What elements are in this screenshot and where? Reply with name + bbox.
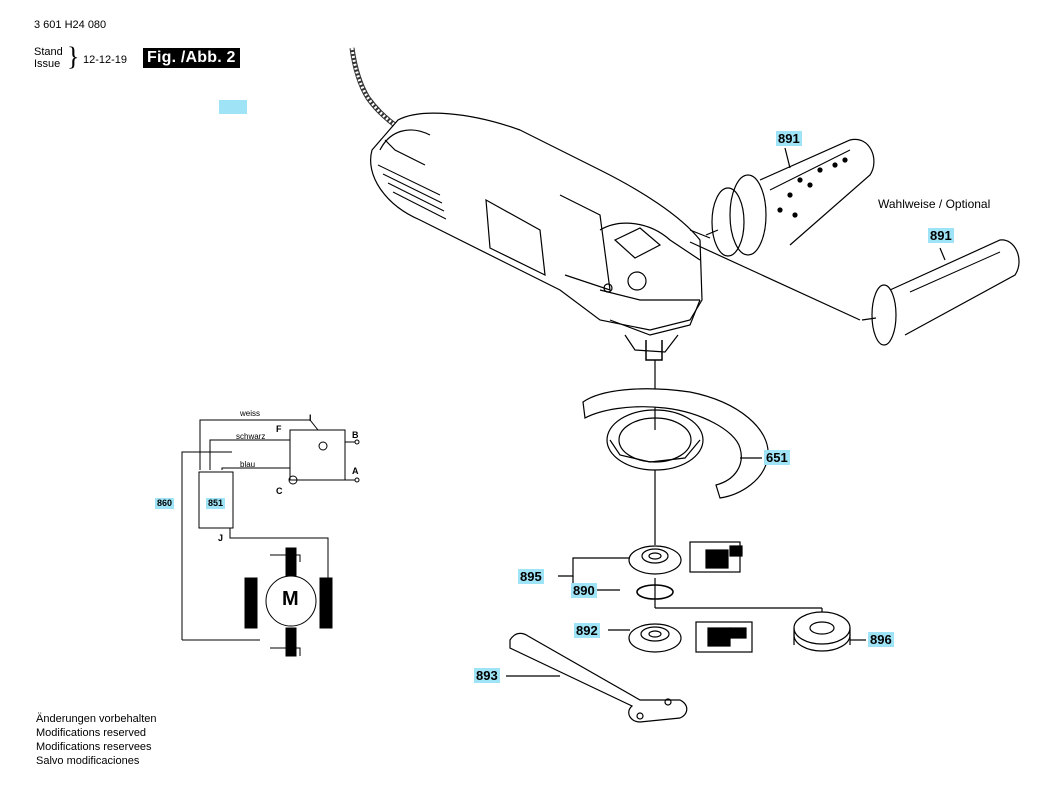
auxiliary-handle-standard (861, 239, 1020, 346)
note-fr: Modifications reservees (36, 741, 152, 753)
part-tag-891-top: 891 (776, 131, 802, 146)
issue-date: 12-12-19 (83, 54, 128, 66)
stand-issue-labels: Stand Issue (34, 46, 63, 70)
part-tag-860: 860 (155, 498, 175, 509)
spindle (645, 340, 663, 361)
pin-spanner (509, 632, 688, 723)
blank-part-tag (219, 100, 247, 114)
issue-label: Issue (34, 58, 61, 70)
part-tag-893: 893 (474, 668, 500, 683)
brace-symbol: } (67, 42, 80, 71)
part-tag-651: 651 (764, 450, 790, 465)
auxiliary-handle-vibration (705, 138, 875, 257)
o-ring (636, 584, 674, 600)
part-tag-891-side: 891 (928, 228, 954, 243)
wire-label-schwarz: schwarz (236, 432, 266, 441)
stand-label: Stand (34, 46, 63, 58)
terminal-c: C (276, 486, 283, 496)
wire-label-blau: blau (240, 460, 256, 469)
part-tag-896: 896 (868, 632, 894, 647)
terminal-f: F (276, 424, 282, 434)
wire-label-weiss: weiss (240, 409, 261, 418)
flange-assembly (628, 541, 743, 575)
part-tag-890: 890 (571, 583, 597, 598)
note-es: Salvo modificaciones (36, 755, 140, 767)
terminal-a: A (352, 466, 359, 476)
wheel-guard (582, 388, 769, 499)
terminal-i: I (309, 413, 312, 423)
mounting-flange (628, 621, 753, 653)
power-cord (349, 47, 404, 133)
modification-notes: Änderungen vorbehalten Modifications res… (36, 712, 156, 768)
optional-label: Wahlweise / Optional (878, 197, 991, 211)
terminal-b: B (352, 430, 359, 440)
wiring-schematic (181, 419, 360, 657)
motor-symbol: M (282, 588, 299, 610)
grinder-body (370, 112, 703, 353)
figure-badge: Fig. /Abb. 2 (143, 48, 240, 68)
note-de: Änderungen vorbehalten (36, 713, 157, 725)
part-tag-892: 892 (574, 623, 600, 638)
clamp-nut (793, 611, 851, 652)
document-number: 3 601 H24 080 (34, 19, 107, 31)
terminal-j: J (218, 533, 224, 543)
part-tag-895: 895 (518, 569, 544, 584)
note-en: Modifications reserved (36, 727, 147, 739)
part-tag-851: 851 (206, 498, 226, 509)
